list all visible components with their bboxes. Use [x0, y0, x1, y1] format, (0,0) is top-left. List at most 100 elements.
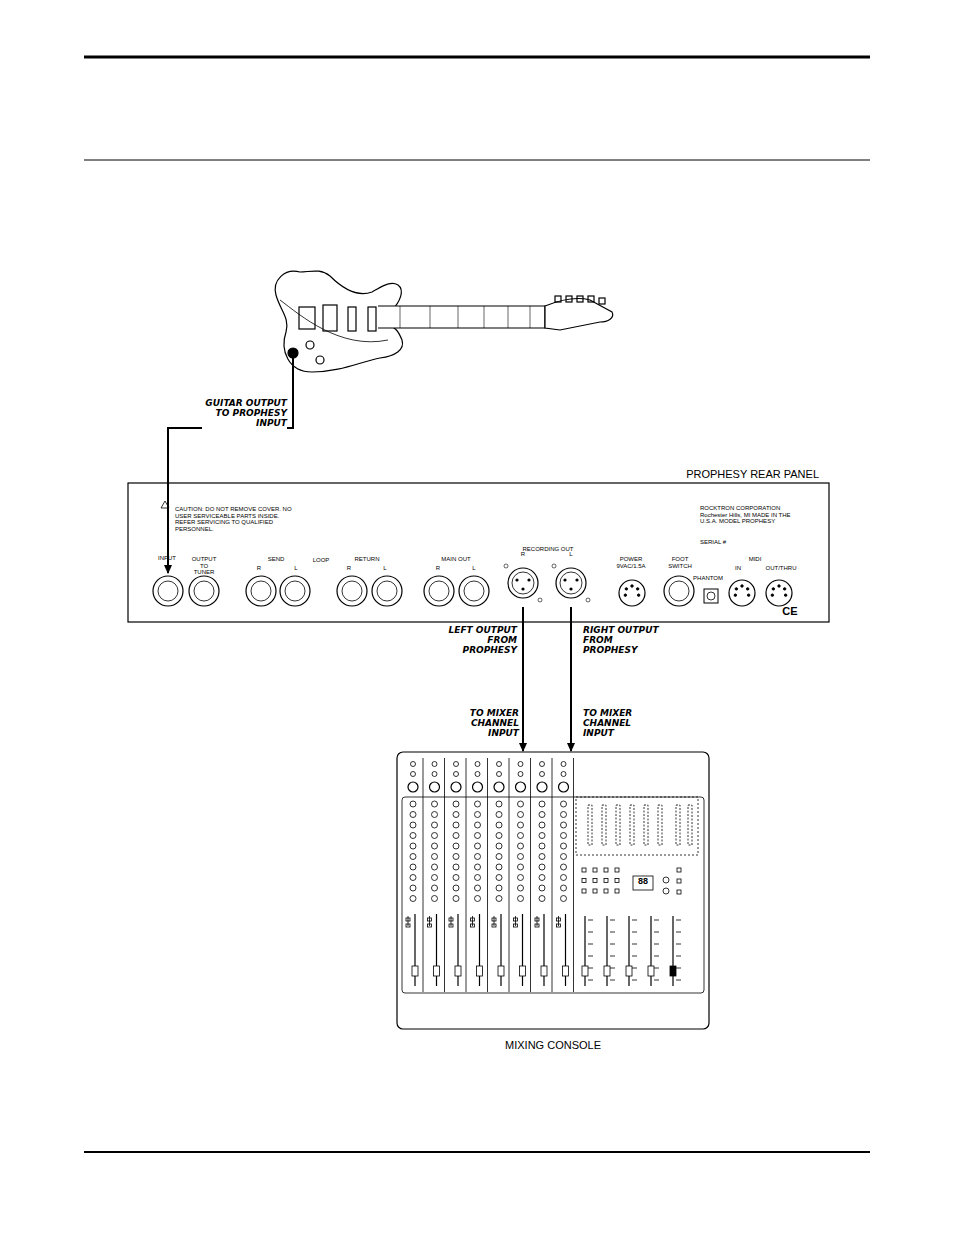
- knob: [518, 843, 524, 849]
- xlr-pin: [563, 578, 566, 581]
- circle-stroke: [561, 772, 566, 777]
- knob: [410, 812, 416, 818]
- meter: [602, 805, 606, 845]
- jack: [372, 576, 402, 606]
- fader-cap: [434, 966, 440, 976]
- line-stroke: [530, 758, 531, 992]
- jack: [664, 576, 694, 606]
- callout-label: TO MIXER CHANNEL INPUT: [439, 709, 519, 739]
- panel-label: L: [291, 565, 301, 572]
- line-stroke: [588, 944, 593, 945]
- knob: [539, 864, 545, 870]
- circle-stroke: [411, 762, 416, 767]
- line-stroke: [610, 920, 615, 921]
- line-stroke: [676, 956, 681, 957]
- button: [615, 879, 619, 883]
- fader-cap: [670, 966, 676, 976]
- panel-label: LOOP: [306, 557, 336, 564]
- knob: [518, 854, 524, 860]
- knob: [518, 875, 524, 881]
- jack: [246, 576, 276, 606]
- xlr-body: [556, 568, 586, 598]
- jack: [342, 581, 362, 601]
- line-stroke: [588, 956, 593, 957]
- knob: [518, 864, 524, 870]
- knob: [410, 875, 416, 881]
- line-stroke: [654, 920, 659, 921]
- knob: [561, 843, 567, 849]
- signal-cable: [570, 607, 572, 751]
- line-stroke: [552, 758, 553, 992]
- knob: [453, 843, 459, 849]
- line-stroke: [588, 980, 593, 981]
- knob: [475, 833, 481, 839]
- meter: [616, 805, 620, 845]
- knob: [432, 843, 438, 849]
- input-jack: [494, 782, 504, 792]
- fader-cap: [563, 966, 569, 976]
- mixer-parts: [397, 752, 709, 1029]
- knob: [475, 896, 481, 902]
- jack: [153, 576, 183, 606]
- panel-label: L: [380, 565, 390, 572]
- rect-stroke: [677, 868, 681, 872]
- knob: [518, 801, 524, 807]
- din-pin: [747, 594, 749, 596]
- circle-stroke: [540, 772, 545, 777]
- panel-label: SERIAL #: [700, 539, 760, 546]
- knob: [453, 875, 459, 881]
- rect-stroke: [535, 918, 539, 921]
- line-stroke: [676, 944, 681, 945]
- knob: [432, 822, 438, 828]
- jack: [424, 576, 454, 606]
- line-stroke: [610, 980, 615, 981]
- fader-cap: [477, 966, 483, 976]
- knob: [475, 885, 481, 891]
- line-stroke: [654, 980, 659, 981]
- knob: [496, 896, 502, 902]
- line-stroke: [654, 944, 659, 945]
- xlr-pin: [521, 587, 524, 590]
- knob: [539, 854, 545, 860]
- din-pin: [636, 588, 638, 590]
- panel-label: CAUTION: DO NOT REMOVE COVER. NO USER SE…: [175, 506, 295, 532]
- din-pin: [734, 594, 736, 596]
- knob: [475, 801, 481, 807]
- input-jack: [516, 782, 526, 792]
- meter: [630, 805, 634, 845]
- panel-label: FOOT SWITCH: [665, 556, 695, 569]
- line-stroke: [588, 920, 593, 921]
- line-stroke: [632, 932, 637, 933]
- rect-stroke: [428, 918, 432, 921]
- knob: [432, 896, 438, 902]
- fader-cap: [648, 966, 654, 976]
- xlr-body: [508, 568, 538, 598]
- knob: [518, 885, 524, 891]
- knob: [561, 885, 567, 891]
- panel-label: ROCKTRON CORPORATION Rochester Hills, MI…: [700, 505, 800, 525]
- fader-cap: [582, 966, 588, 976]
- knob: [518, 812, 524, 818]
- knob: [410, 854, 416, 860]
- knob: [410, 864, 416, 870]
- rect-stroke: [557, 924, 561, 927]
- display: [633, 876, 653, 890]
- edge-label: LEFT OUTPUT FROM PROPHESY: [437, 626, 517, 656]
- jack: [429, 581, 449, 601]
- callout-label: GUITAR OUTPUT TO PROPHESY INPUT: [202, 399, 287, 429]
- meter: [676, 805, 680, 845]
- panel-label: MAIN OUT: [431, 556, 481, 563]
- xlr-pin: [527, 578, 530, 581]
- line-stroke: [610, 944, 615, 945]
- xlr-socket: [551, 561, 591, 605]
- knob: [410, 833, 416, 839]
- line-stroke: [632, 920, 637, 921]
- knob: [410, 885, 416, 891]
- node-title: PROPHESY REAR PANEL: [686, 468, 819, 480]
- rect-stroke: [406, 918, 410, 921]
- knob: [475, 812, 481, 818]
- panel-label: OUTPUT TO TUNER: [189, 556, 219, 576]
- panel-label: 88: [634, 877, 652, 887]
- knob: [453, 812, 459, 818]
- knob: [432, 875, 438, 881]
